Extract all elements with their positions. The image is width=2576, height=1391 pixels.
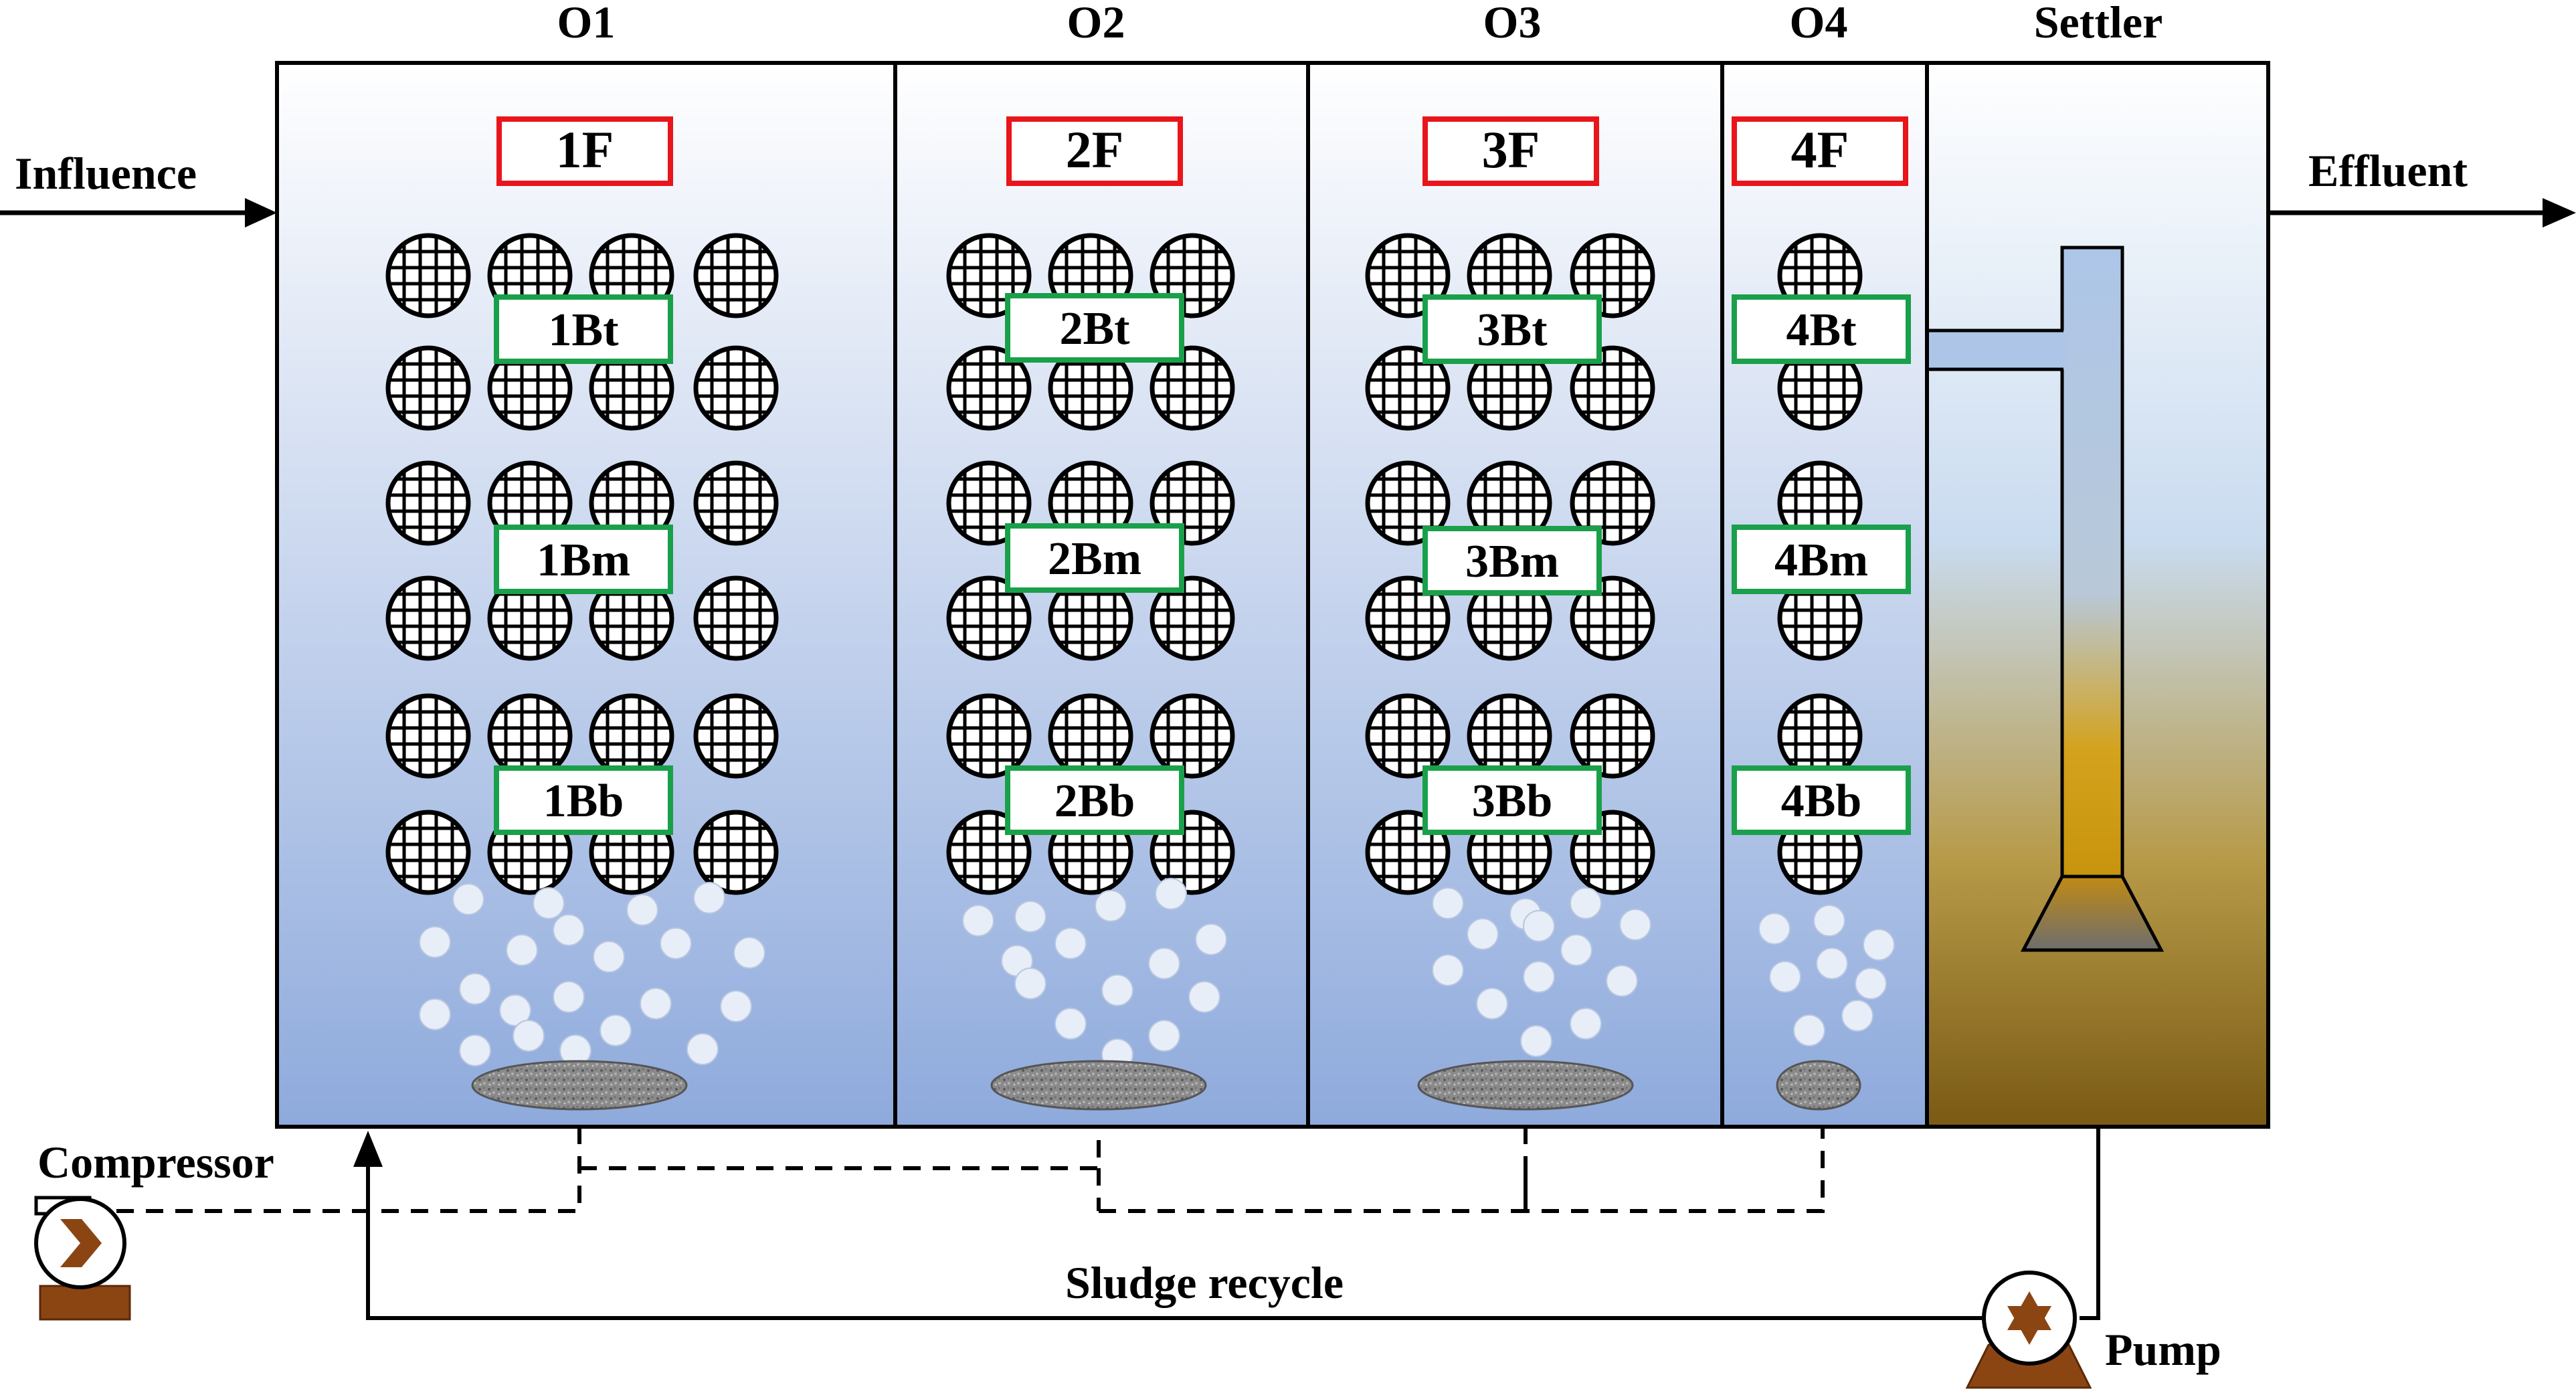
air-bubble xyxy=(419,998,451,1030)
carrier-label-4bt: 4Bt xyxy=(1786,304,1857,356)
carrier-label-4bm: 4Bm xyxy=(1774,535,1868,586)
influent-arrow xyxy=(0,198,277,227)
compressor-label: Compressor xyxy=(37,1137,274,1188)
air-bubble xyxy=(1014,901,1046,933)
air-bubble xyxy=(553,981,585,1013)
air-bubble xyxy=(1769,961,1801,993)
air-bubble xyxy=(1606,965,1638,997)
air-bubble xyxy=(1560,934,1592,966)
air-supply-line xyxy=(87,1127,1825,1213)
float-label-3f: 3F xyxy=(1482,120,1540,179)
effluent-arrow xyxy=(2268,198,2576,227)
air-bubble xyxy=(660,927,692,959)
air-bubbles xyxy=(419,878,1895,1071)
air-bubble xyxy=(1841,1000,1873,1032)
air-bubble xyxy=(459,1034,491,1067)
air-bubble xyxy=(452,883,484,915)
air-bubble xyxy=(593,941,625,973)
carrier-label-4bb: 4Bb xyxy=(1781,775,1862,827)
air-bubble xyxy=(533,887,565,919)
air-bubble xyxy=(513,1020,545,1052)
air-bubble xyxy=(686,1033,719,1065)
compressor-icon xyxy=(34,1196,131,1321)
air-bubble xyxy=(600,1014,632,1046)
diffuser-o4 xyxy=(1776,1060,1861,1111)
air-bubble xyxy=(506,934,538,966)
carrier-label-2bm: 2Bm xyxy=(1048,533,1141,585)
air-bubble xyxy=(1758,913,1790,945)
pump-label: Pump xyxy=(2105,1324,2221,1375)
air-bubble xyxy=(1148,1020,1180,1052)
air-bubble xyxy=(1855,967,1887,1000)
air-bubble xyxy=(640,988,672,1020)
sludge-recycle-label: Sludge recycle xyxy=(1065,1257,1344,1308)
air-bubble xyxy=(1155,878,1187,910)
air-bubble xyxy=(962,905,994,937)
tank-o3-title: O3 xyxy=(1483,0,1542,48)
air-bubble xyxy=(733,937,765,969)
air-bubble xyxy=(419,926,451,958)
tank-o4-title: O4 xyxy=(1790,0,1848,48)
effluent-label: Effluent xyxy=(2308,145,2468,196)
air-bubble xyxy=(459,973,491,1005)
float-label-2f: 2F xyxy=(1066,120,1124,179)
air-bubble xyxy=(1188,981,1220,1013)
air-bubble xyxy=(1148,947,1180,980)
air-bubble xyxy=(1619,909,1651,941)
diffuser-o1 xyxy=(471,1060,688,1111)
air-bubble xyxy=(1523,910,1555,942)
carrier-label-3bb: 3Bb xyxy=(1472,775,1553,827)
air-bubble xyxy=(693,882,725,914)
air-bubble xyxy=(1520,1025,1552,1057)
tank-o1-title: O1 xyxy=(557,0,616,48)
air-bubble xyxy=(1570,1008,1602,1040)
carrier-label-1bt: 1Bt xyxy=(549,304,619,356)
air-bubble xyxy=(1523,961,1555,993)
air-bubble xyxy=(1816,947,1848,980)
carrier-label-1bb: 1Bb xyxy=(543,775,624,827)
air-bubble xyxy=(1101,974,1133,1006)
air-bubble xyxy=(1054,1008,1087,1040)
pump-icon xyxy=(1965,1271,2092,1389)
settler-center-pipe xyxy=(1927,246,2165,952)
air-bubble xyxy=(1432,887,1464,919)
tank-o1 xyxy=(275,61,897,1129)
recycle-arrowhead xyxy=(353,1131,383,1167)
air-bubble xyxy=(1467,918,1499,950)
carrier-label-2bb: 2Bb xyxy=(1054,775,1135,827)
air-bubble xyxy=(1014,967,1046,1000)
settler-title: Settler xyxy=(2034,0,2163,48)
air-bubble xyxy=(1793,1014,1825,1046)
air-bubble xyxy=(1095,890,1127,922)
carrier-label-box xyxy=(494,293,1911,835)
float-label-box xyxy=(496,116,1908,186)
sludge-recycle-line xyxy=(366,1127,2100,1320)
air-bubble xyxy=(1813,905,1845,937)
air-bubble xyxy=(1432,954,1464,986)
influent-label: Influence xyxy=(15,148,197,199)
diffuser-o3 xyxy=(1417,1060,1634,1111)
air-bubble xyxy=(626,894,658,926)
air-bubble xyxy=(1054,927,1087,959)
carrier-label-2bt: 2Bt xyxy=(1060,303,1130,355)
diffuser-o2 xyxy=(990,1060,1207,1111)
air-bubble xyxy=(1476,988,1508,1020)
air-bubble xyxy=(499,994,531,1026)
carrier-label-3bt: 3Bt xyxy=(1477,304,1548,356)
air-bubble xyxy=(553,914,585,946)
air-bubble xyxy=(1570,887,1602,919)
air-bubble xyxy=(1195,923,1227,955)
float-label-4f: 4F xyxy=(1791,120,1849,179)
float-label-1f: 1F xyxy=(556,120,614,179)
air-bubble xyxy=(720,990,752,1022)
tank-o2-title: O2 xyxy=(1067,0,1125,48)
carrier-label-3bm: 3Bm xyxy=(1465,536,1559,587)
air-bubble xyxy=(1863,929,1895,961)
carrier-label-1bm: 1Bm xyxy=(537,535,630,586)
